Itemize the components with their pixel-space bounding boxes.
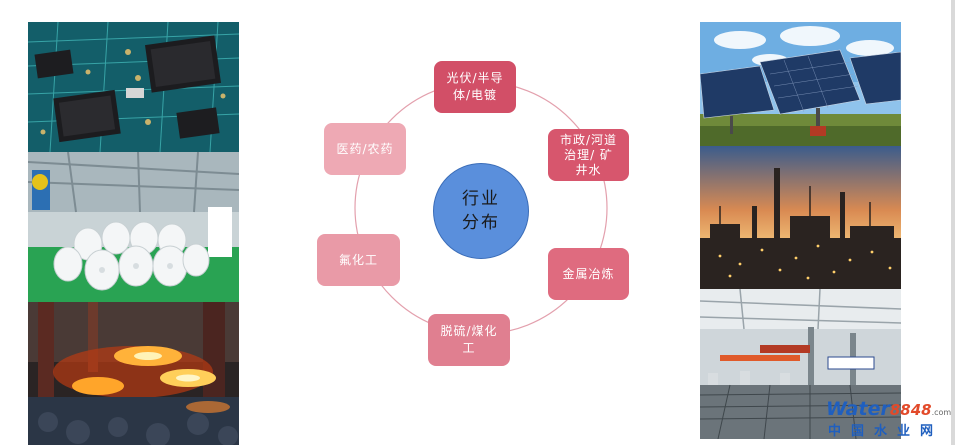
- molten-metal-furnace-photo: [28, 302, 239, 445]
- node-muni-line2: 治理/ 矿: [564, 147, 613, 162]
- node-pv-line2: 体/电镀: [452, 88, 498, 102]
- industry-distribution-diagram: 行业 分布 光伏/半导 体/电镀 市政/河道 治理/ 矿 井水 金属冶炼 脱硫/…: [300, 50, 660, 380]
- node-fluor-line1: 氟化工: [338, 252, 378, 267]
- watermark-brand-b: 8848: [889, 401, 932, 419]
- node-municipal-river-mine: 市政/河道 治理/ 矿 井水: [548, 129, 629, 181]
- node-pv-semiconductor-plating: 光伏/半导 体/电镀: [434, 61, 516, 113]
- watermark-brand-c: .com: [931, 408, 952, 417]
- watermark-logo: Water8848.com 中国水业网: [826, 398, 951, 442]
- watermark-brand-a: Water: [826, 398, 890, 420]
- node-desulf-line1: 脱硫/煤化: [440, 324, 498, 338]
- node-desulf-line2: 工: [462, 341, 476, 355]
- node-muni-line1: 市政/河道: [559, 132, 618, 147]
- node-pharma-pesticide: 医药/农药: [324, 123, 406, 175]
- node-pv-line1: 光伏/半导: [446, 71, 504, 85]
- node-fluorine-chemical: 氟化工: [317, 234, 400, 286]
- center-label-line2: 分布: [462, 213, 500, 233]
- refinery-sunset-photo: [700, 146, 901, 289]
- watermark-subtitle: 中国水业网: [828, 424, 944, 439]
- center-node-industry-distribution: 行业 分布: [433, 163, 529, 259]
- slide-edge-shadow: [951, 0, 955, 445]
- node-desulfurization-coal-chemical: 脱硫/煤化 工: [428, 314, 510, 366]
- solar-panels-photo: [700, 22, 901, 146]
- electroplating-line-photo: [700, 289, 901, 439]
- node-pharma-line1: 医药/农药: [336, 141, 394, 156]
- node-metal-line1: 金属冶炼: [562, 266, 615, 281]
- circuit-board-photo: [28, 22, 239, 152]
- node-metal-smelting: 金属冶炼: [548, 248, 629, 300]
- node-muni-line3: 井水: [575, 162, 602, 177]
- paper-rolls-factory-photo: [28, 152, 239, 302]
- center-label-line1: 行业: [462, 189, 500, 209]
